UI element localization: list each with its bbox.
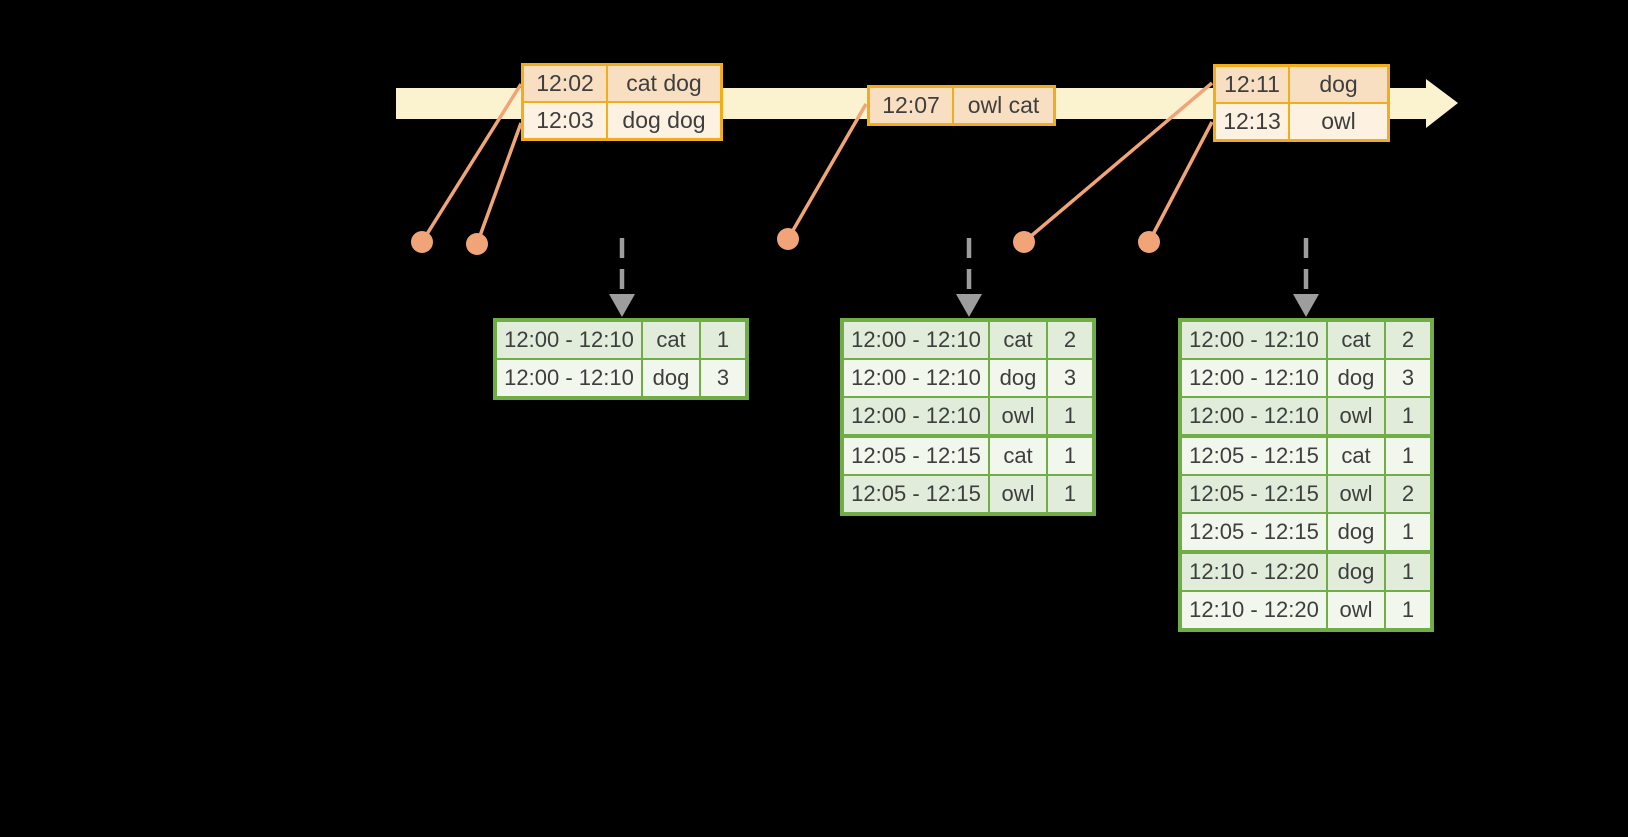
event-time-cell: 12:03 [524,103,606,138]
window-cell: 12:00 - 12:10 [497,360,641,396]
count-cell: 1 [1386,554,1430,590]
window-cell: 12:05 - 12:15 [844,438,988,474]
count-cell: 1 [1048,476,1092,512]
event-words-cell: owl [1290,104,1387,139]
count-cell: 2 [1386,476,1430,512]
event-time-cell: 12:07 [870,88,952,123]
count-cell: 3 [701,360,745,396]
window-cell: 12:00 - 12:10 [844,360,988,396]
event-dot-icon [466,233,488,255]
word-cell: dog [1328,554,1384,590]
trigger-arrow-down-icon [956,238,982,317]
count-cell: 2 [1386,322,1430,358]
window-cell: 12:00 - 12:10 [1182,322,1326,358]
event-connector-line [420,83,523,243]
window-cell: 12:00 - 12:10 [1182,398,1326,434]
window-cell: 12:00 - 12:10 [1182,360,1326,396]
event-dot-icon [1013,231,1035,253]
count-cell: 1 [1386,438,1430,474]
count-cell: 1 [1386,398,1430,434]
count-cell: 1 [1386,592,1430,628]
event-time-cell: 12:02 [524,66,606,101]
word-cell: cat [990,322,1046,358]
count-cell: 3 [1386,360,1430,396]
count-cell: 3 [1048,360,1092,396]
word-cell: cat [1328,322,1384,358]
word-cell: cat [1328,438,1384,474]
event-dot-icon [411,231,433,253]
word-cell: owl [1328,398,1384,434]
word-cell: owl [1328,476,1384,512]
event-connector-line [1147,121,1214,243]
trigger-arrow-down-icon [609,238,635,317]
event-time-cell: 12:13 [1216,104,1288,139]
count-cell: 2 [1048,322,1092,358]
event-words-cell: dog [1290,67,1387,102]
trigger-arrow-down-icon [1293,238,1319,317]
event-connector-line [1022,81,1214,244]
event-words-cell: dog dog [608,103,720,138]
event-time-cell: 12:11 [1216,67,1288,102]
window-cell: 12:05 - 12:15 [844,476,988,512]
word-cell: dog [990,360,1046,396]
count-cell: 1 [1386,514,1430,550]
count-cell: 1 [701,322,745,358]
word-cell: owl [990,398,1046,434]
event-dot-icon [1138,231,1160,253]
window-cell: 12:05 - 12:15 [1182,476,1326,512]
event-dot-icon [777,228,799,250]
word-cell: cat [990,438,1046,474]
count-cell: 1 [1048,398,1092,434]
word-cell: cat [643,322,699,358]
event-connector-line [475,122,523,245]
window-cell: 12:05 - 12:15 [1182,514,1326,550]
event-words-cell: cat dog [608,66,720,101]
event-connector-line [786,103,868,240]
window-cell: 12:10 - 12:20 [1182,592,1326,628]
word-cell: dog [643,360,699,396]
window-cell: 12:05 - 12:15 [1182,438,1326,474]
word-cell: dog [1328,514,1384,550]
word-cell: owl [1328,592,1384,628]
window-cell: 12:10 - 12:20 [1182,554,1326,590]
window-cell: 12:00 - 12:10 [844,398,988,434]
word-cell: dog [1328,360,1384,396]
word-cell: owl [990,476,1046,512]
event-words-cell: owl cat [954,88,1053,123]
window-cell: 12:00 - 12:10 [497,322,641,358]
count-cell: 1 [1048,438,1092,474]
window-cell: 12:00 - 12:10 [844,322,988,358]
